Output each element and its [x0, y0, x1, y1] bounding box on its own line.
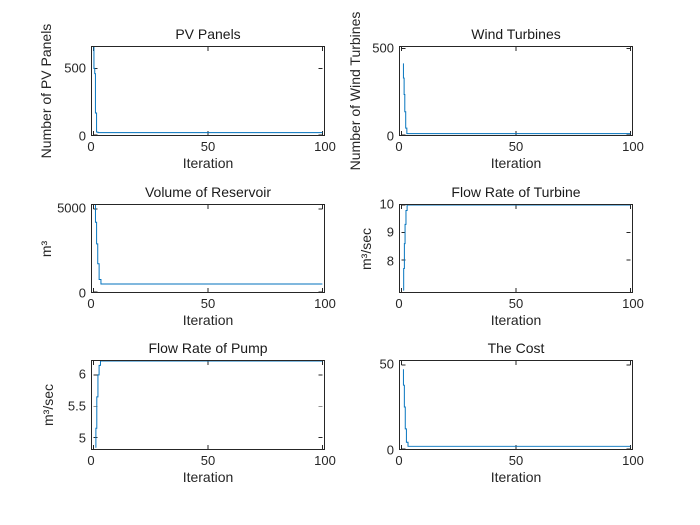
plot-area [399, 360, 633, 450]
y-tick-label: 9 [386, 224, 394, 240]
line-plot [401, 47, 631, 135]
y-axis-label: m³/sec [358, 227, 374, 270]
y-tick-label: 0 [386, 128, 394, 144]
chart-title: The Cost [487, 340, 545, 356]
x-axis-label: Iteration [490, 312, 542, 328]
data-line [93, 47, 323, 134]
x-tick-label: 0 [87, 139, 95, 154]
y-axis-label: Number of PV Panels [38, 23, 54, 159]
y-tick-label: 0 [78, 285, 86, 301]
x-tick-label: 100 [314, 139, 336, 154]
x-tick-label: 100 [314, 296, 336, 311]
subplot-wind-turbines: Wind Turbines Number of Wind Turbines It… [347, 12, 644, 171]
plot-area [91, 204, 325, 293]
x-tick-label: 100 [314, 453, 336, 468]
x-tick-label: 0 [87, 453, 95, 468]
x-axis-label: Iteration [490, 155, 542, 171]
line-plot [401, 361, 631, 449]
x-tick-label: 0 [395, 453, 403, 468]
y-tick-label: 500 [64, 60, 86, 76]
y-tick-label: 500 [372, 40, 394, 56]
plot-area [91, 360, 325, 450]
plot-area [399, 46, 633, 136]
x-tick-label: 0 [395, 296, 403, 311]
chart-title: Volume of Reservoir [144, 184, 272, 200]
x-tick-label: 0 [395, 139, 403, 154]
plot-area [399, 204, 633, 293]
x-tick-label: 50 [200, 296, 216, 311]
line-plot [93, 47, 323, 135]
tick-marks [93, 361, 323, 449]
x-tick-label: 100 [622, 296, 644, 311]
x-tick-label: 0 [87, 296, 95, 311]
y-tick-label: 5 [78, 430, 86, 446]
data-line [403, 205, 631, 291]
tick-marks [401, 361, 631, 449]
y-tick-label: 5000 [57, 200, 86, 216]
chart-title: Flow Rate of Pump [148, 340, 268, 356]
x-axis-label: Iteration [182, 312, 234, 328]
x-tick-label: 50 [200, 453, 216, 468]
y-tick-label: 5.5 [67, 398, 86, 414]
data-line [402, 63, 631, 135]
line-plot [93, 205, 323, 292]
tick-marks [93, 205, 323, 292]
y-axis-label: m³/sec [40, 384, 56, 426]
subplot-flow-rate-of-pump: Flow Rate of Pump m³/sec Iteration 0 50 10… [40, 340, 336, 485]
x-tick-label: 50 [508, 296, 524, 311]
chart-title: Flow Rate of Turbine [451, 184, 581, 200]
x-axis-label: Iteration [182, 469, 234, 485]
y-tick-label: 0 [386, 442, 394, 458]
y-tick-label: 8 [386, 253, 394, 268]
data-line [94, 205, 323, 285]
y-axis-label: m³ [38, 240, 54, 257]
data-line [95, 361, 323, 448]
line-plot [93, 361, 323, 449]
x-tick-label: 100 [622, 139, 644, 154]
chart-title: Wind Turbines [471, 26, 561, 42]
tick-marks [401, 205, 631, 292]
subplot-pv-panels: PV Panels Number of PV Panels Iteration … [38, 24, 336, 171]
y-axis-label: Number of Wind Turbines [347, 11, 363, 171]
x-axis-label: Iteration [182, 155, 234, 171]
x-tick-label: 50 [200, 139, 216, 154]
x-tick-label: 100 [622, 453, 644, 468]
tick-marks [93, 47, 323, 135]
plot-area [91, 46, 325, 136]
y-tick-label: 0 [78, 128, 86, 144]
subplot-volume-of-reservoir: Volume of Reservoir m³ Iteration 0 50 100 0… [38, 184, 336, 328]
y-tick-label: 6 [78, 366, 86, 382]
data-line [402, 369, 631, 447]
y-tick-label: 10 [379, 196, 394, 212]
x-tick-label: 50 [508, 453, 524, 468]
x-tick-label: 50 [508, 139, 524, 154]
subplot-flow-rate-of-turbine: Flow Rate of Turbine m³/sec Iteration 0 5… [358, 184, 644, 328]
x-axis-label: Iteration [490, 469, 542, 485]
subplot-the-cost: The Cost Iteration 0 50 100 0 50 [380, 340, 644, 485]
tick-marks [401, 47, 631, 135]
line-plot [401, 205, 631, 292]
y-tick-label: 50 [379, 356, 394, 372]
chart-title: PV Panels [175, 26, 241, 42]
